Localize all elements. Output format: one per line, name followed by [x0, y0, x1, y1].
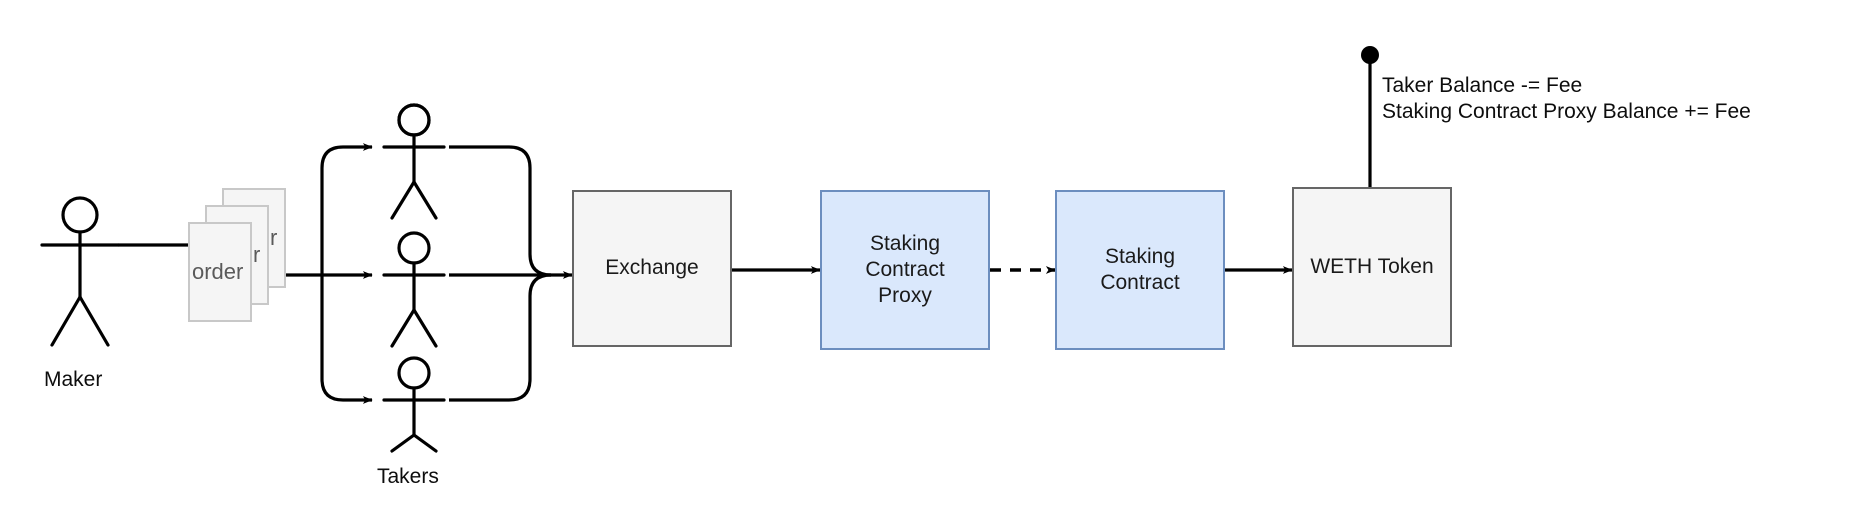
annotation-leader-line: [1361, 46, 1379, 190]
taker-3-figure-icon: [382, 356, 446, 453]
node-exchange[interactable]: Exchange: [572, 190, 732, 347]
edge-taker-3-to-exchange: [449, 273, 552, 402]
taker-2-figure-icon: [382, 231, 446, 348]
taker-1-figure-icon: [382, 103, 446, 220]
annotation-dot-icon: [1361, 46, 1379, 64]
edge-orders-to-taker-1: [320, 143, 373, 275]
annotation-line-1: Taker Balance -= Fee: [1382, 74, 1583, 97]
maker-label: Maker: [44, 368, 103, 391]
annotation-line-2: Staking Contract Proxy Balance += Fee: [1382, 100, 1751, 123]
node-weth-token-label: WETH Token: [1310, 254, 1434, 278]
node-staking-contract-label: Staking Contract: [1100, 244, 1180, 294]
edge-taker-1-to-exchange: [449, 145, 552, 277]
node-staking-contract[interactable]: Staking Contract: [1055, 190, 1225, 350]
node-exchange-label: Exchange: [605, 256, 699, 280]
edge-orders-to-taker-3: [320, 275, 373, 404]
takers-label: Takers: [377, 465, 439, 488]
maker-figure-icon: [40, 196, 120, 347]
node-staking-contract-proxy-label: Staking Contract Proxy: [865, 231, 945, 308]
order-card-label: order: [192, 259, 244, 284]
order-card-front[interactable]: order: [188, 222, 252, 322]
node-weth-token[interactable]: WETH Token: [1292, 187, 1452, 347]
node-staking-contract-proxy[interactable]: Staking Contract Proxy: [820, 190, 990, 350]
